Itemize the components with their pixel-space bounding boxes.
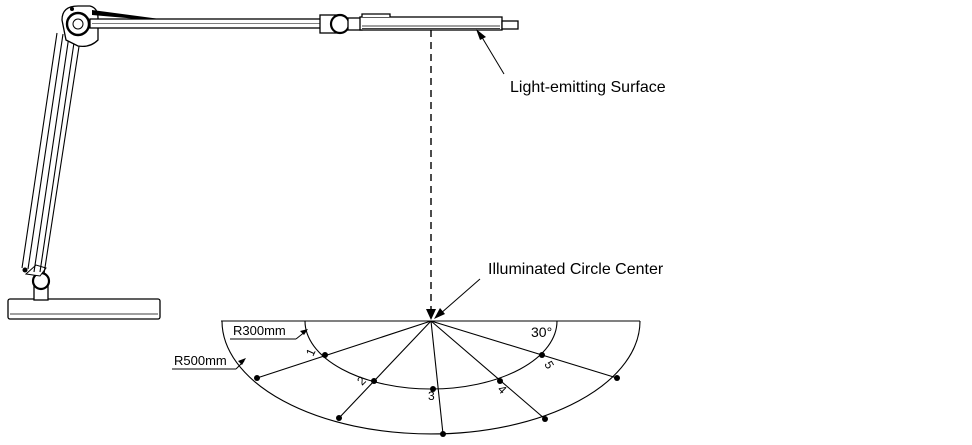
dot-outer-4 bbox=[542, 416, 548, 422]
dot-outer-3 bbox=[440, 431, 446, 437]
r300-label: R300mm bbox=[233, 323, 286, 338]
r500-label: R500mm bbox=[174, 353, 227, 368]
dot-outer-1 bbox=[254, 375, 260, 381]
dot-outer-5 bbox=[614, 375, 620, 381]
arc-r300 bbox=[304, 320, 558, 390]
upper-pivot bbox=[61, 5, 160, 48]
dot-inner-1 bbox=[322, 352, 328, 358]
point-numbers: 1 2 3 4 5 bbox=[303, 346, 557, 403]
point-label-2: 2 bbox=[354, 373, 369, 388]
dot-outer-2 bbox=[336, 415, 342, 421]
upper-arm bbox=[89, 13, 363, 35]
radius-r500: R500mm bbox=[172, 353, 246, 370]
radius-r300: R300mm bbox=[230, 323, 308, 340]
circle-center-label: Illuminated Circle Center bbox=[488, 261, 664, 278]
angle-label: 30° bbox=[531, 324, 552, 340]
dot-inner-5 bbox=[539, 352, 545, 358]
dot-inner-4 bbox=[497, 378, 503, 384]
dot-inner-3 bbox=[430, 386, 436, 392]
point-label-1: 1 bbox=[303, 346, 319, 358]
dot-inner-2 bbox=[371, 378, 377, 384]
surface-leader bbox=[476, 29, 505, 75]
lower-arm bbox=[21, 32, 81, 275]
lamp-head bbox=[359, 13, 519, 31]
arc-r500 bbox=[221, 320, 641, 435]
light-surface-label: Light-emitting Surface bbox=[510, 79, 666, 96]
desk-lamp bbox=[7, 5, 519, 320]
lamp-base bbox=[7, 283, 161, 320]
center-leader bbox=[434, 278, 481, 319]
lower-pivot bbox=[22, 264, 51, 291]
point-label-3: 3 bbox=[428, 389, 435, 403]
radial-lines bbox=[256, 320, 618, 435]
point-label-5: 5 bbox=[541, 359, 557, 372]
measurement-points bbox=[254, 352, 620, 437]
projection-line bbox=[426, 30, 436, 320]
point-label-4: 4 bbox=[495, 382, 510, 397]
